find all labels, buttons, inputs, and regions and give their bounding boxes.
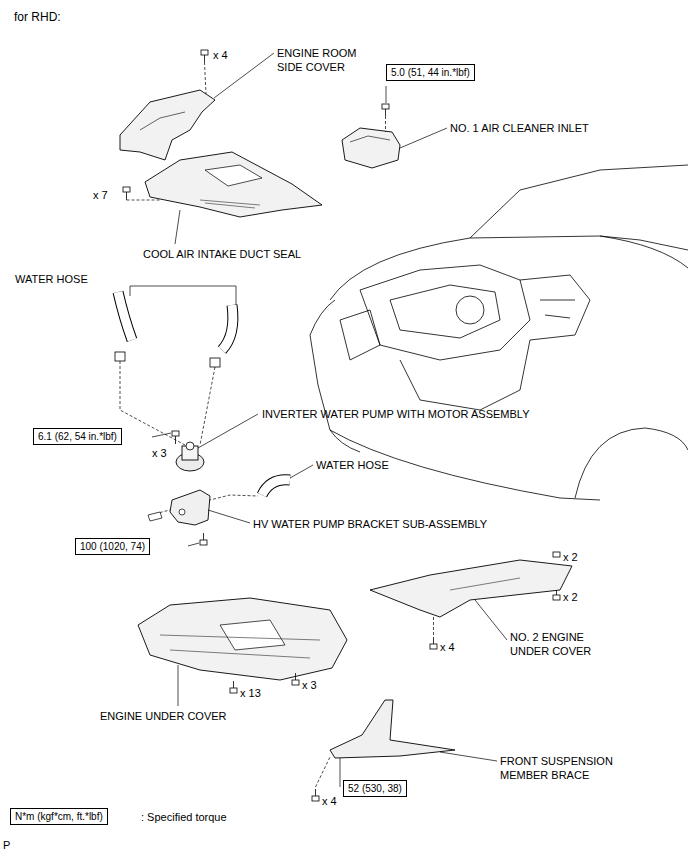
- callout-number: x 2: [563, 590, 578, 604]
- torque-box: 100 (1020, 74): [75, 538, 150, 555]
- callout-number: x 2: [563, 550, 578, 564]
- part-label: ENGINE ROOM SIDE COVER: [277, 46, 369, 74]
- torque-value: 5.0 (51, 44 in.*lbf): [391, 67, 470, 78]
- part-label: FRONT SUSPENSION MEMBER BRACE: [500, 754, 630, 782]
- part-label: NO. 2 ENGINE UNDER COVER: [510, 630, 610, 658]
- callout-number: x 7: [93, 188, 108, 202]
- torque-box: 52 (530, 38): [343, 780, 407, 797]
- torque-box: 6.1 (62, 54 in.*lbf): [33, 428, 122, 445]
- callout-number: x 3: [152, 446, 167, 460]
- part-label: ENGINE UNDER COVER: [100, 709, 227, 723]
- torque-value: 6.1 (62, 54 in.*lbf): [38, 431, 117, 442]
- callout-number: x 13: [240, 686, 261, 700]
- callout-number: x 4: [213, 48, 228, 62]
- torque-box: 5.0 (51, 44 in.*lbf): [386, 64, 475, 81]
- legend-note: : Specified torque: [141, 810, 227, 824]
- part-label: INVERTER WATER PUMP WITH MOTOR ASSEMBLY: [262, 407, 530, 421]
- part-label: HV WATER PUMP BRACKET SUB-ASSEMBLY: [253, 517, 487, 531]
- part-label: WATER HOSE: [316, 458, 389, 472]
- part-label: WATER HOSE: [15, 272, 88, 286]
- torque-value: N*m (kgf*cm, ft.*lbf): [15, 811, 103, 822]
- torque-box: N*m (kgf*cm, ft.*lbf): [10, 808, 108, 825]
- callout-number: x 4: [440, 640, 455, 654]
- heading: for RHD:: [14, 10, 61, 24]
- callout-number: x 3: [302, 678, 317, 692]
- part-label: NO. 1 AIR CLEANER INLET: [450, 121, 589, 135]
- torque-value: 52 (530, 38): [348, 783, 402, 794]
- page-mark: P: [3, 838, 10, 852]
- callout-number: x 4: [322, 794, 337, 808]
- part-label: COOL AIR INTAKE DUCT SEAL: [143, 247, 301, 261]
- torque-value: 100 (1020, 74): [80, 541, 145, 552]
